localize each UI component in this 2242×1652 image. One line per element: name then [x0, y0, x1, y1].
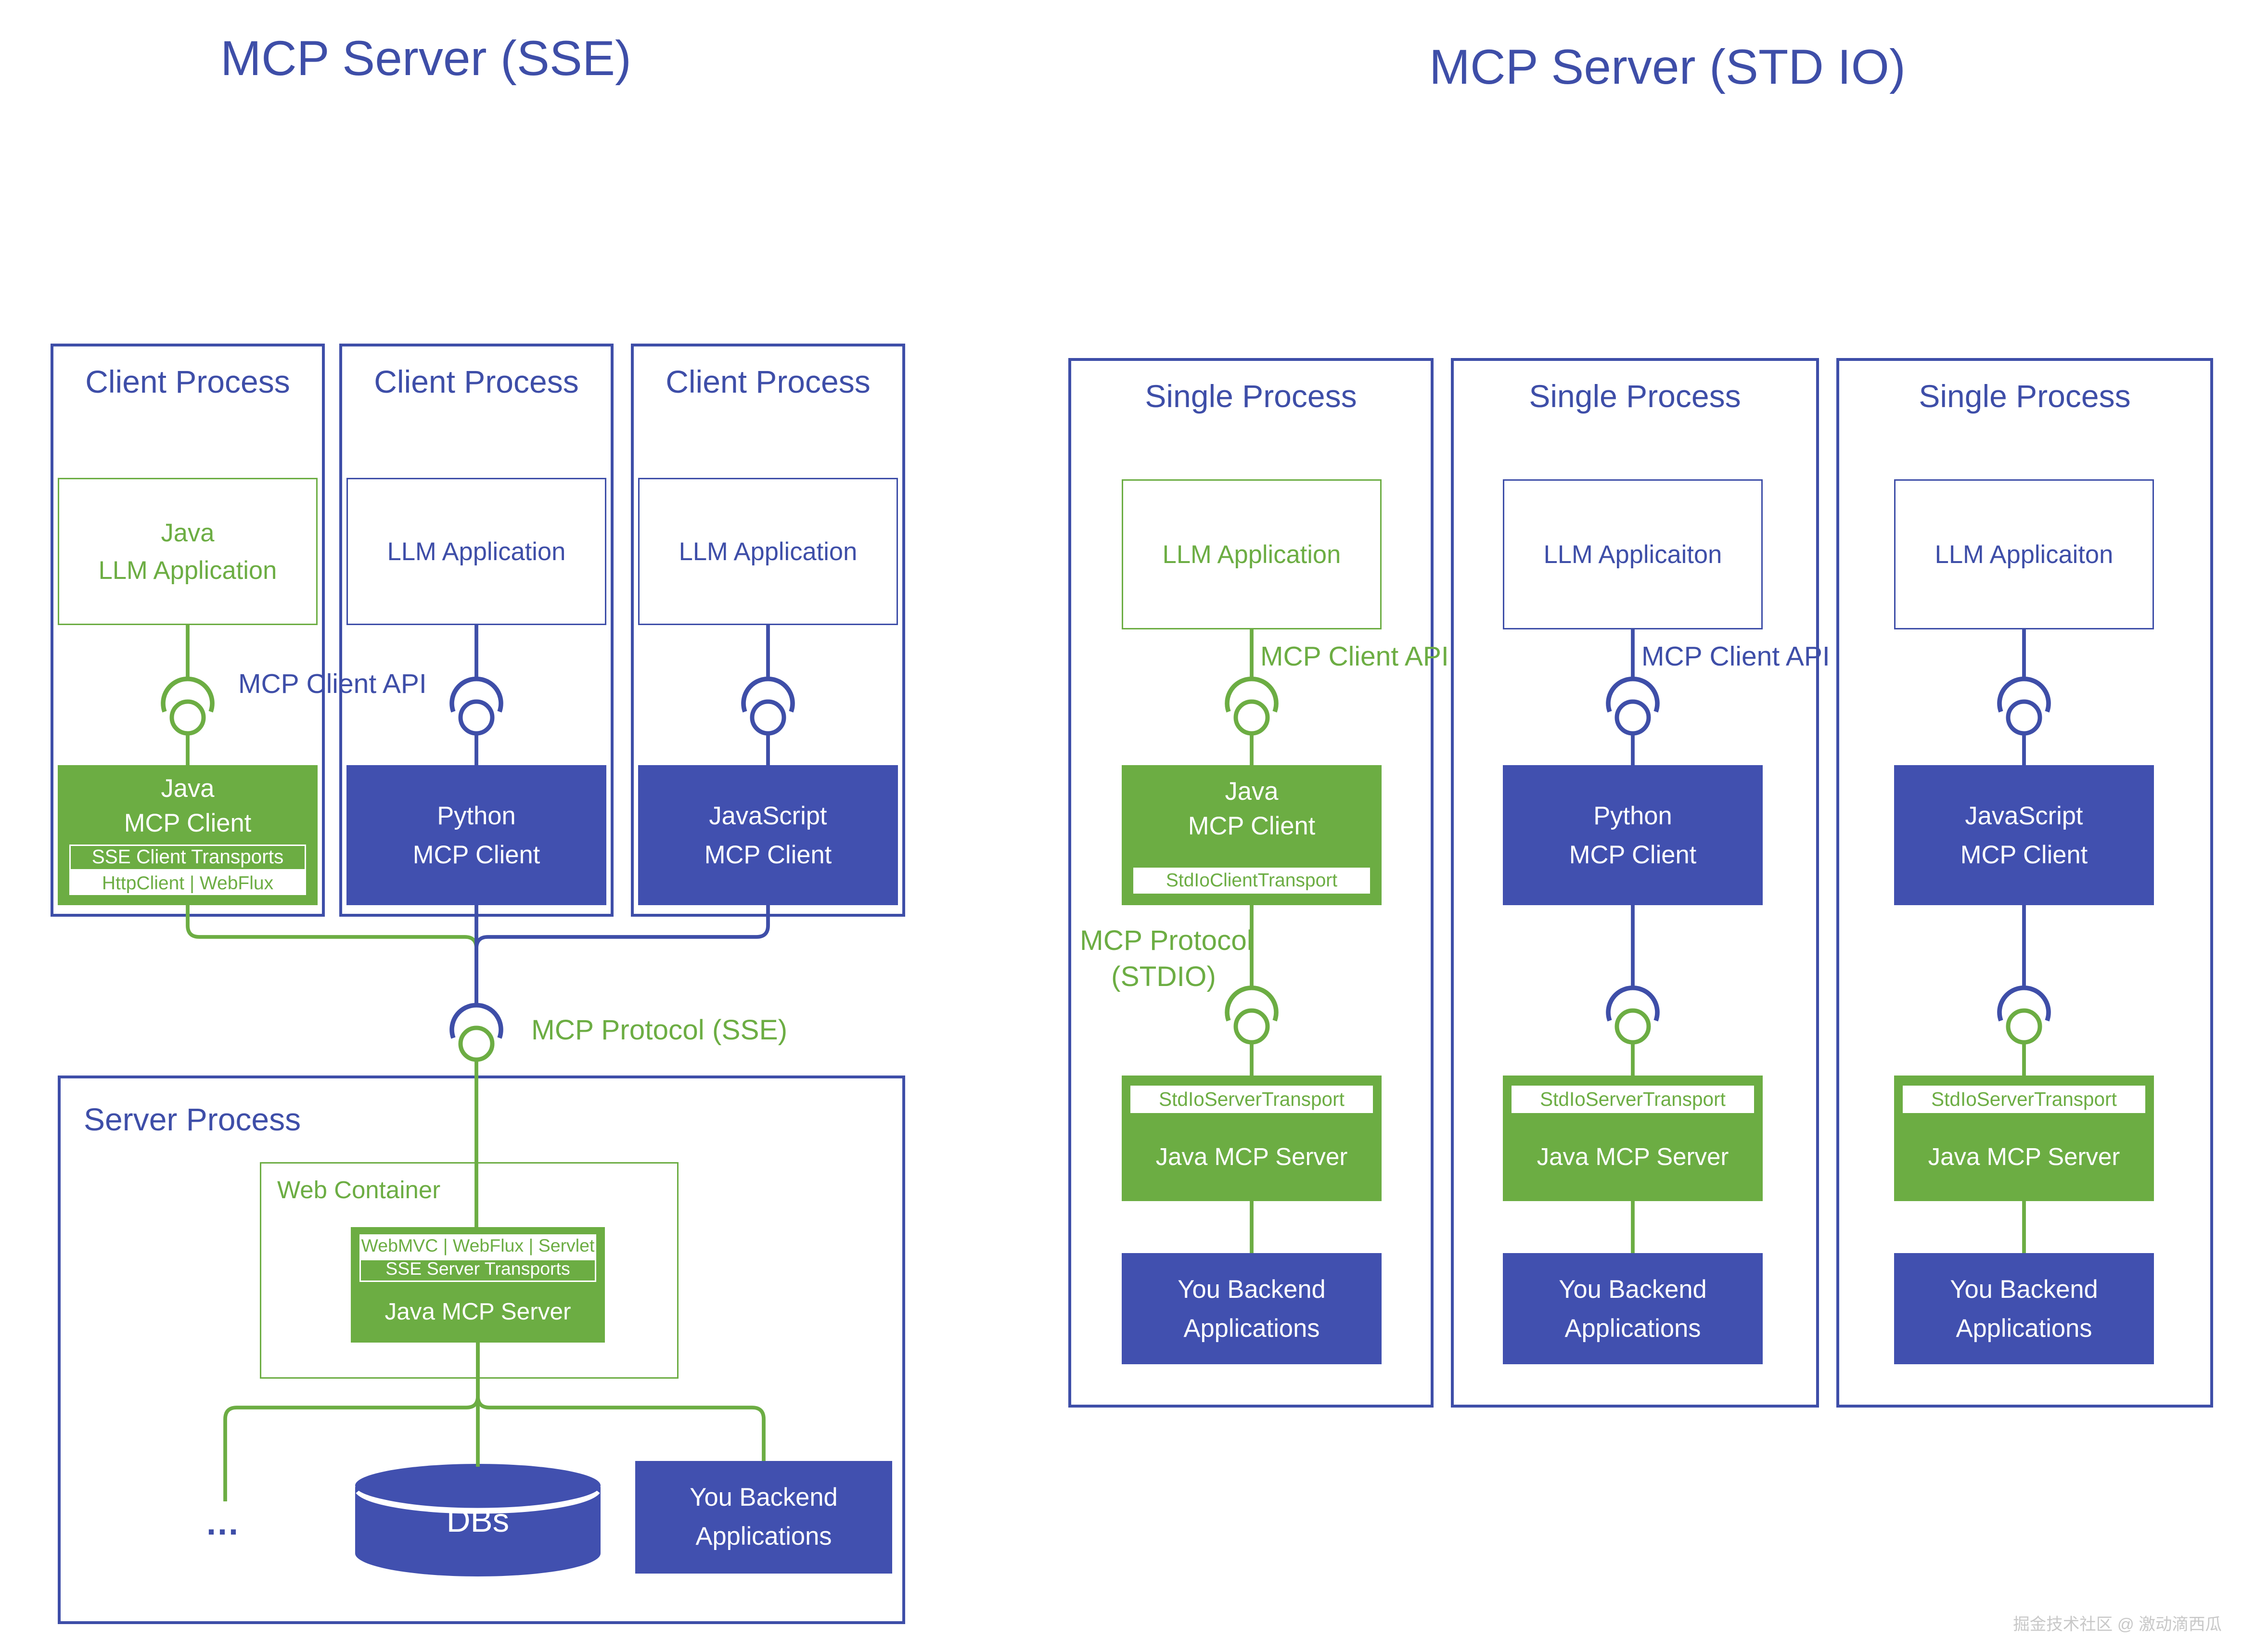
- stdio-python-mcp-client-line1: Python: [1593, 800, 1672, 830]
- sse-javascript-mcp-client-line2: MCP Client: [704, 839, 832, 869]
- sse-javascript-mcp-client-box: JavaScript MCP Client: [638, 765, 898, 905]
- sse-client-transports-strip: SSE Client Transports: [69, 845, 306, 871]
- stdio-python-mcp-client-line2: MCP Client: [1569, 839, 1697, 869]
- stdio-javascript-mcp-client-line2: MCP Client: [1960, 839, 2088, 869]
- stdio-mcp-client-api-label-1: MCP Client API: [1260, 642, 1449, 673]
- sse-client-impl-strip: HttpClient | WebFlux: [69, 871, 306, 895]
- stdio-java-mcp-client-line2: MCP Client: [1188, 811, 1316, 840]
- stdio-backend-1-line1: You Backend: [1178, 1274, 1326, 1303]
- sse-client-process-3: Client Process: [631, 344, 905, 917]
- stdio-mcp-client-api-label-2: MCP Client API: [1641, 642, 1830, 673]
- stdio-java-mcp-client-line1: Java: [1225, 777, 1279, 806]
- stdio-llm-application-box-2: LLM Applicaiton: [1503, 479, 1763, 629]
- sse-java-mcp-client-line1: Java: [161, 774, 215, 803]
- sse-java-llm-line1: Java: [161, 518, 215, 547]
- sse-client-process-3-title: Client Process: [666, 364, 871, 400]
- stdio-javascript-mcp-client-box: JavaScript MCP Client: [1894, 765, 2154, 905]
- stdio-mcp-protocol-line2: (STDIO): [1111, 961, 1216, 993]
- stdio-java-mcp-server-box-1: StdIoServerTransport Java MCP Server: [1122, 1076, 1382, 1201]
- sse-server-process-title: Server Process: [84, 1101, 301, 1138]
- stdio-backend-2-line1: You Backend: [1559, 1274, 1707, 1303]
- sse-more-resources-ellipsis: ...: [206, 1504, 240, 1543]
- stdio-mcp-protocol-label: MCP Protocol (STDIO): [1080, 924, 1253, 996]
- dbs-label: DBs: [446, 1501, 510, 1539]
- sse-java-llm-application-box: Java LLM Application: [58, 478, 318, 625]
- stdio-llm-application-1-label: LLM Application: [1162, 540, 1341, 569]
- sse-llm-application-box-2: LLM Application: [346, 478, 606, 625]
- stdio-java-mcp-server-label-3: Java MCP Server: [1928, 1142, 2120, 1170]
- stdio-java-mcp-server-box-3: StdIoServerTransport Java MCP Server: [1894, 1076, 2154, 1201]
- sse-java-mcp-server-label: Java MCP Server: [384, 1298, 571, 1325]
- sse-server-process-box: [58, 1076, 905, 1624]
- stdio-llm-application-3-label: LLM Applicaiton: [1935, 540, 2114, 569]
- sse-javascript-mcp-client-line1: JavaScript: [709, 800, 827, 830]
- stdio-backend-applications-box-1: You Backend Applications: [1122, 1253, 1382, 1364]
- stdio-server-transport-strip-3: StdIoServerTransport: [1903, 1086, 2145, 1113]
- sse-java-mcp-client-box: Java MCP Client SSE Client Transports Ht…: [58, 765, 318, 905]
- stdio-backend-applications-box-3: You Backend Applications: [1894, 1253, 2154, 1364]
- sse-java-llm-line2: LLM Application: [98, 556, 277, 585]
- stdio-single-process-1-title: Single Process: [1145, 378, 1357, 414]
- sse-llm-application-3-label: LLM Application: [679, 537, 858, 566]
- stdio-backend-2-line2: Applications: [1564, 1313, 1701, 1342]
- sse-client-process-1-title: Client Process: [85, 364, 290, 400]
- sse-mcp-protocol-label: MCP Protocol (SSE): [531, 1015, 788, 1047]
- stdio-backend-3-line1: You Backend: [1950, 1274, 2098, 1303]
- sse-diagram-title: MCP Server (SSE): [220, 32, 631, 87]
- sse-python-mcp-client-line2: MCP Client: [412, 839, 540, 869]
- sse-java-mcp-client-line2: MCP Client: [124, 808, 252, 837]
- sse-server-transports-strip: SSE Server Transports: [359, 1259, 596, 1282]
- stdio-server-transport-strip-2: StdIoServerTransport: [1512, 1086, 1754, 1113]
- sse-java-mcp-server-box: WebMVC | WebFlux | Servlet SSE Server Tr…: [351, 1227, 605, 1343]
- stdio-mcp-protocol-line1: MCP Protocol: [1080, 925, 1253, 957]
- stdio-backend-1-line2: Applications: [1183, 1313, 1320, 1342]
- stdio-python-mcp-client-box: Python MCP Client: [1503, 765, 1763, 905]
- sse-python-mcp-client-line1: Python: [437, 800, 516, 830]
- stdio-llm-application-box-3: LLM Applicaiton: [1894, 479, 2154, 629]
- stdio-single-process-2-title: Single Process: [1529, 378, 1741, 414]
- sse-mcp-client-api-label: MCP Client API: [238, 670, 427, 700]
- stdio-java-mcp-server-label-2: Java MCP Server: [1537, 1142, 1729, 1170]
- stdio-single-process-3: Single Process: [1836, 358, 2213, 1408]
- stdio-server-transport-strip-1: StdIoServerTransport: [1130, 1086, 1373, 1113]
- stdio-client-transport-strip: StdIoClientTransport: [1133, 868, 1370, 894]
- stdio-backend-applications-box-2: You Backend Applications: [1503, 1253, 1763, 1364]
- stdio-java-mcp-client-box: Java MCP Client StdIoClientTransport: [1122, 765, 1382, 905]
- stdio-java-mcp-server-box-2: StdIoServerTransport Java MCP Server: [1503, 1076, 1763, 1201]
- watermark-text: 掘金技术社区 @ 激动滴西瓜: [2013, 1617, 2222, 1634]
- sse-llm-application-box-3: LLM Application: [638, 478, 898, 625]
- sse-backend-line2: Applications: [695, 1522, 832, 1550]
- stdio-java-mcp-server-label-1: Java MCP Server: [1155, 1142, 1348, 1170]
- stdio-javascript-mcp-client-line1: JavaScript: [1965, 800, 2083, 830]
- stdio-llm-application-2-label: LLM Applicaiton: [1543, 540, 1722, 569]
- sse-backend-applications-box: You Backend Applications: [635, 1461, 892, 1574]
- sse-protocol-socket-icon: [449, 1003, 503, 1062]
- sse-client-process-2-title: Client Process: [374, 364, 579, 400]
- stdio-single-process-2: Single Process: [1451, 358, 1819, 1408]
- sse-python-mcp-client-box: Python MCP Client: [346, 765, 606, 905]
- stdio-backend-3-line2: Applications: [1956, 1313, 2092, 1342]
- sse-backend-line1: You Backend: [690, 1483, 838, 1511]
- stdio-single-process-3-title: Single Process: [1919, 378, 2131, 414]
- stdio-diagram-title: MCP Server (STD IO): [1429, 40, 1906, 95]
- sse-server-frameworks-strip: WebMVC | WebFlux | Servlet: [359, 1234, 596, 1259]
- sse-web-container-label: Web Container: [277, 1177, 441, 1204]
- sse-llm-application-2-label: LLM Application: [387, 537, 566, 566]
- stdio-single-process-1: Single Process: [1068, 358, 1434, 1408]
- stdio-llm-application-box-1: LLM Application: [1122, 479, 1382, 629]
